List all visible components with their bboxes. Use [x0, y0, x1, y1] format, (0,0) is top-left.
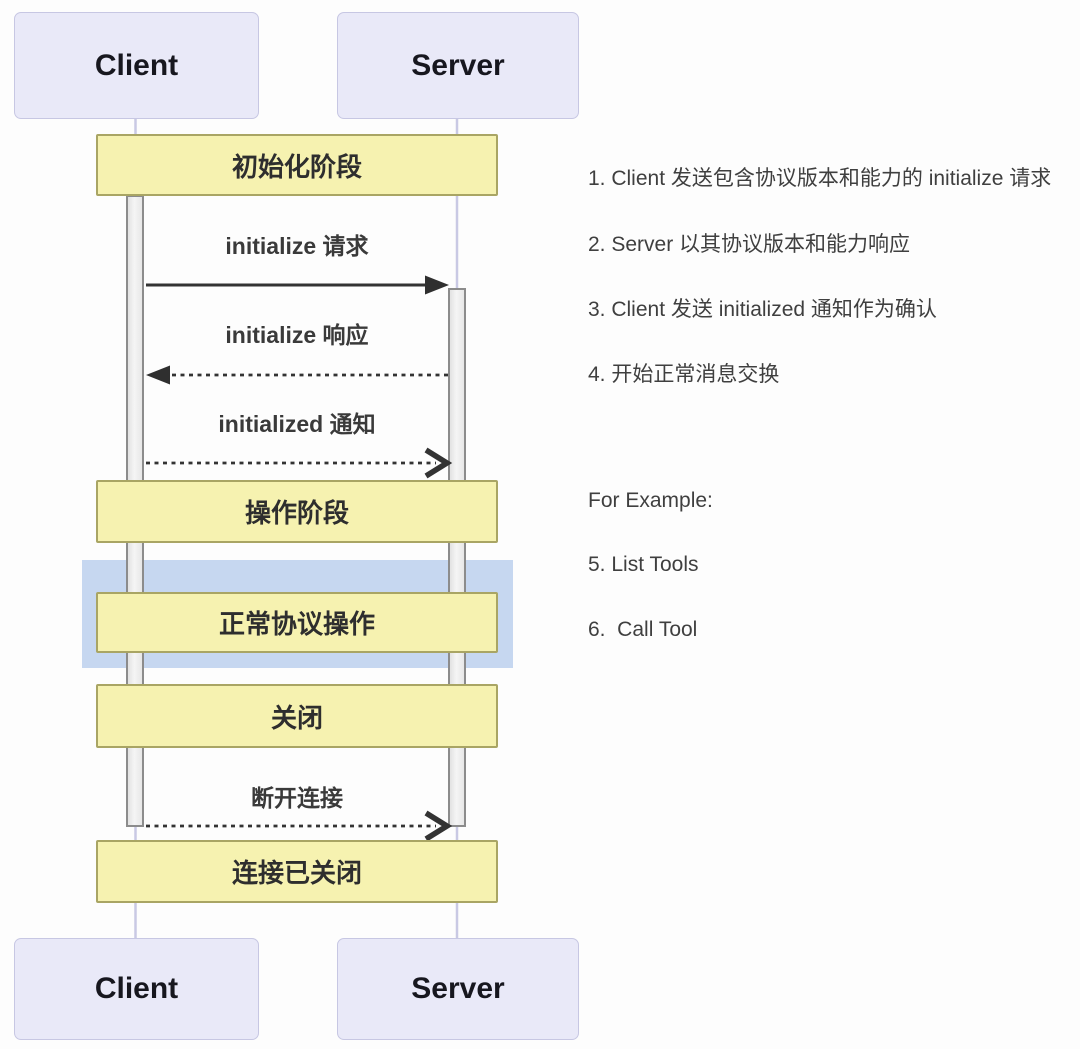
note-step-1: 1. Client 发送包含协议版本和能力的 initialize 请求 [588, 167, 1052, 190]
note-step-2: 2. Server 以其协议版本和能力响应 [588, 233, 911, 256]
note-step-4: 4. 开始正常消息交换 [588, 363, 780, 386]
note-example-list-tools: 5. List Tools [588, 553, 699, 576]
initialize-response-label: initialize 响应 [225, 322, 369, 348]
phase-band-close-label: 关闭 [270, 702, 323, 733]
client-actor-bottom: Client [14, 938, 259, 1040]
note-example-heading: For Example: [588, 489, 713, 512]
phase-band-connection-closed-label: 连接已关闭 [231, 858, 362, 888]
disconnect-arrow [146, 810, 453, 842]
initialized-notification-label: initialized 通知 [218, 411, 376, 437]
phase-band-connection-closed: 连接已关闭 [96, 840, 498, 903]
server-actor-bottom: Server [337, 938, 579, 1040]
client-actor-top-label: Client [94, 48, 179, 82]
phase-band-initialization: 初始化阶段 [96, 134, 498, 196]
server-actor-top-label: Server [411, 48, 505, 82]
phase-band-operation-label: 操作阶段 [244, 498, 349, 528]
note-example-call-tool: 6. Call Tool [588, 618, 698, 641]
client-actor-bottom-label: Client [94, 972, 179, 1005]
initialize-response-arrow [146, 365, 448, 385]
note-step-3: 3. Client 发送 initialized 通知作为确认 [588, 298, 937, 321]
phase-band-operation: 操作阶段 [96, 480, 498, 543]
client-actor-top: Client [14, 12, 259, 119]
phase-band-normal-operations: 正常协议操作 [96, 592, 498, 653]
phase-band-normal-operations-label: 正常协议操作 [218, 609, 375, 639]
phase-band-initialization-label: 初始化阶段 [231, 151, 362, 182]
server-actor-top: Server [337, 12, 579, 119]
initialized-notification-arrow [146, 447, 453, 479]
initialize-request-label: initialize 请求 [225, 233, 369, 259]
initialize-request-arrow [146, 275, 449, 295]
server-actor-bottom-label: Server [411, 972, 505, 1005]
phase-band-close: 关闭 [96, 684, 498, 748]
disconnect-label: 断开连接 [251, 785, 343, 811]
